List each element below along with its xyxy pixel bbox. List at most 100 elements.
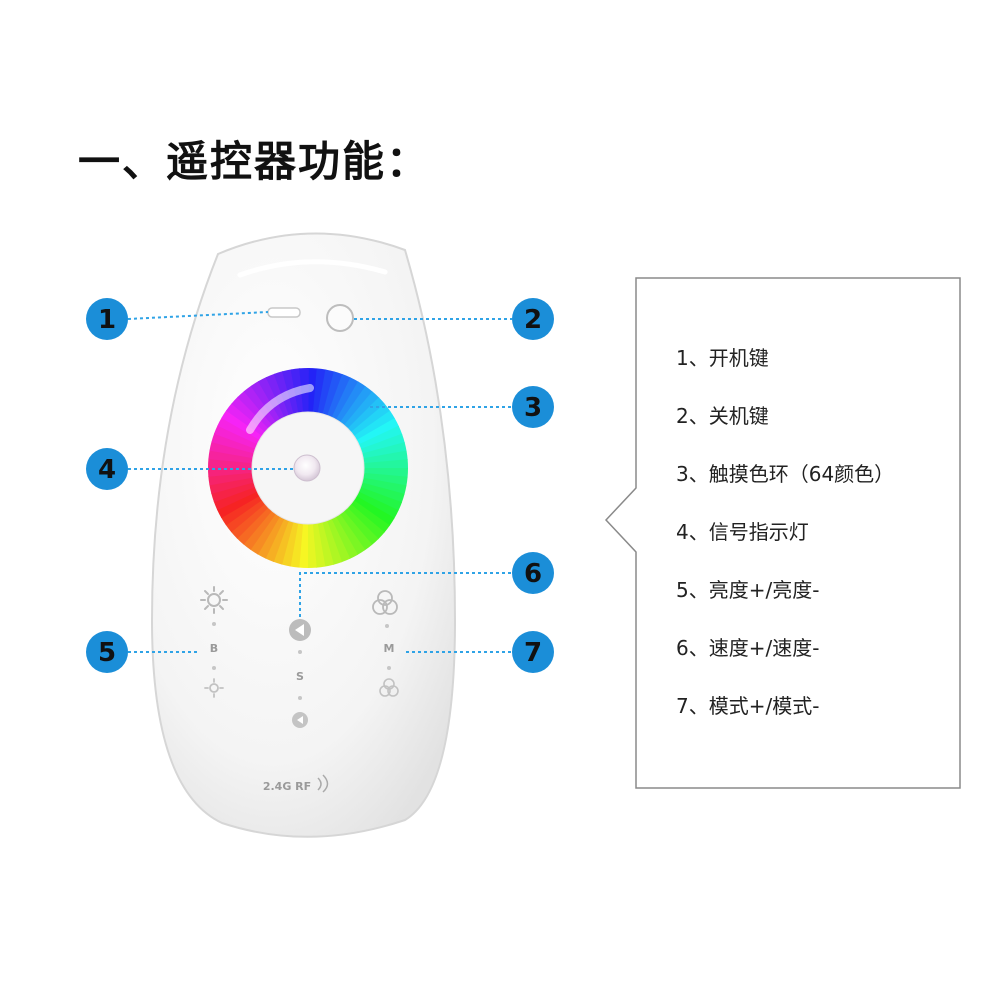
speed-label: S xyxy=(296,670,304,683)
color-ring-segment xyxy=(326,518,351,563)
color-ring-segment xyxy=(317,369,335,415)
marker-7: 7 xyxy=(512,631,554,673)
divider-dot xyxy=(212,666,216,670)
legend-item-speed: 6、速度+/速度- xyxy=(676,636,819,660)
legend-item-mode: 7、模式+/模式- xyxy=(676,694,819,718)
brightness-label: B xyxy=(210,642,218,655)
color-ring-segment xyxy=(217,417,260,445)
mode-down-button[interactable] xyxy=(379,678,399,697)
touch-color-ring[interactable] xyxy=(208,368,408,568)
speed-down-button[interactable] xyxy=(292,712,308,728)
color-ring-segment xyxy=(289,523,304,568)
divider-dot xyxy=(298,696,302,700)
marker-5-number: 5 xyxy=(98,638,116,668)
color-ring-segment xyxy=(220,495,263,526)
wireless-signal-icon xyxy=(317,774,329,793)
color-ring-segment xyxy=(362,442,407,460)
color-ring-segment xyxy=(217,490,260,518)
color-ring-segment xyxy=(356,491,399,519)
color-ring-segment xyxy=(231,396,269,433)
remote-highlight xyxy=(237,259,388,278)
marker-6-number: 6 xyxy=(524,559,542,589)
color-ring-shine xyxy=(246,384,314,434)
color-ring-segment xyxy=(358,486,402,512)
leader-line-6 xyxy=(299,572,512,617)
color-ring-segment xyxy=(331,377,359,420)
page-title: 一、遥控器功能： xyxy=(78,137,431,186)
color-ring-segment xyxy=(211,432,256,454)
marker-2: 2 xyxy=(512,298,554,340)
color-ring-segment xyxy=(209,476,254,494)
color-ring-segment xyxy=(343,391,380,429)
legend-item-color-ring: 3、触摸色环（64颜色） xyxy=(676,462,894,486)
color-ring-segment xyxy=(360,482,405,504)
color-ring-segment xyxy=(226,403,266,437)
marker-2-number: 2 xyxy=(524,305,542,335)
color-ring-segment xyxy=(353,495,395,527)
marker-3: 3 xyxy=(512,386,554,428)
color-ring-segment xyxy=(335,381,367,423)
color-ring-segment xyxy=(236,507,273,545)
color-ring-segment xyxy=(360,433,405,455)
color-ring-segment xyxy=(363,472,408,487)
legend-item-power-off: 2、关机键 xyxy=(676,404,769,428)
marker-6: 6 xyxy=(512,552,554,594)
rgb-circles-icon xyxy=(372,590,398,615)
power-on-button[interactable] xyxy=(267,307,301,318)
marker-1-number: 1 xyxy=(98,305,116,335)
brightness-up-button[interactable] xyxy=(200,586,228,614)
color-ring-segment xyxy=(326,374,352,418)
speed-up-button[interactable] xyxy=(289,619,311,641)
color-ring-segment xyxy=(358,425,403,450)
legend-list: 1、开机键 2、关机键 3、触摸色环（64颜色） 4、信号指示灯 5、亮度+/亮… xyxy=(676,346,894,718)
rf-label: 2.4G RF xyxy=(263,780,311,793)
color-ring-segment xyxy=(225,499,266,533)
marker-5: 5 xyxy=(86,631,128,673)
color-ring-segment xyxy=(363,450,408,464)
color-ring-segment xyxy=(312,368,327,413)
color-ring-segment xyxy=(272,520,294,565)
color-ring-segment xyxy=(361,477,407,495)
signal-led-icon xyxy=(293,454,321,482)
color-ring-segment xyxy=(350,403,391,437)
marker-1: 1 xyxy=(86,298,128,340)
divider-dot xyxy=(385,624,389,628)
color-ring-segment xyxy=(321,520,343,565)
rgb-circles-small-icon xyxy=(379,678,399,697)
marker-4-number: 4 xyxy=(98,455,116,485)
color-ring-segment xyxy=(208,449,253,464)
power-off-button[interactable] xyxy=(326,304,354,332)
color-ring-segment xyxy=(322,371,344,416)
color-ring-segment xyxy=(264,518,290,562)
color-ring-segment xyxy=(347,397,386,433)
leader-line-1 xyxy=(127,311,269,320)
color-ring-segment xyxy=(281,521,299,567)
arrow-small-icon xyxy=(297,716,303,724)
sun-icon xyxy=(200,586,228,614)
legend-item-brightness: 5、亮度+/亮度- xyxy=(676,578,819,602)
color-ring-segment xyxy=(356,418,399,446)
mode-up-button[interactable] xyxy=(372,590,398,615)
color-ring-segment xyxy=(330,516,358,559)
color-ring-segment xyxy=(209,441,255,459)
sun-small-icon xyxy=(204,678,224,698)
marker-3-number: 3 xyxy=(524,393,542,423)
color-ring-segment xyxy=(339,510,373,551)
color-ring-segment xyxy=(230,503,269,539)
mode-label: M xyxy=(384,642,395,655)
color-ring-segment xyxy=(208,472,253,486)
color-ring-segment xyxy=(316,522,334,567)
color-ring-segment xyxy=(221,409,263,441)
color-ring-segment xyxy=(343,507,379,546)
divider-dot xyxy=(387,666,391,670)
brightness-down-button[interactable] xyxy=(204,678,224,698)
color-ring-segment xyxy=(335,513,366,556)
legend-item-power-on: 1、开机键 xyxy=(676,346,769,370)
color-ring-segment xyxy=(339,386,373,426)
color-ring-segment xyxy=(211,481,256,503)
divider-dot xyxy=(212,622,216,626)
color-ring-segment xyxy=(243,510,277,550)
legend-callout-box xyxy=(604,277,961,789)
color-ring-segment xyxy=(350,499,390,533)
